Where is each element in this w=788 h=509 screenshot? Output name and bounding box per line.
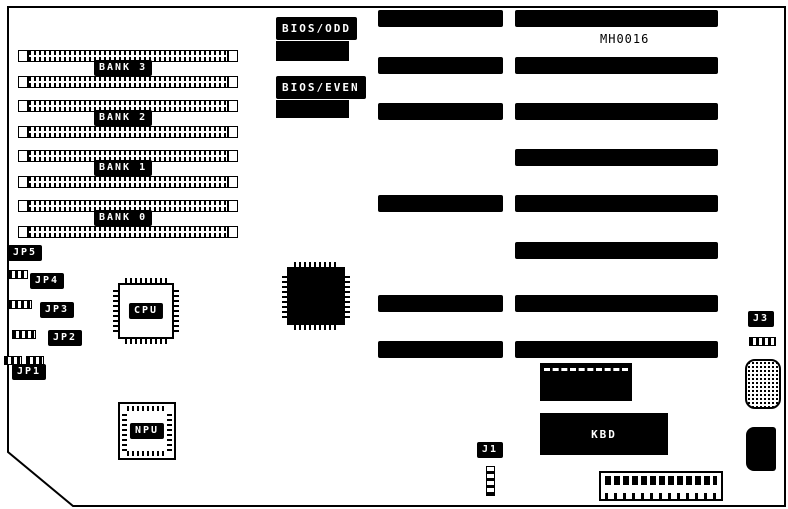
isa-slot-36pin-segment — [378, 57, 503, 74]
jumper-pin-block — [8, 300, 32, 309]
isa-slot-62pin-segment — [515, 242, 718, 259]
qfp-chip — [282, 262, 350, 330]
j3-label: J3 — [748, 311, 775, 327]
isa-slot-62pin-segment — [515, 149, 718, 166]
jumper-label-jp3: JP3 — [40, 302, 75, 318]
chip-pin-row — [122, 411, 127, 451]
chip-pin-row — [294, 323, 338, 330]
jumper-label-jp1: JP1 — [12, 364, 47, 380]
socket-end-clip — [228, 76, 238, 88]
pin-header-connector — [599, 471, 723, 501]
bios-even-label: BIOS/EVEN — [276, 76, 366, 99]
socket-end-clip — [228, 200, 238, 212]
memory-bank-0: BANK 0 — [18, 200, 239, 238]
socket-end-clip — [18, 200, 28, 212]
cpu-chip: CPU — [113, 278, 179, 344]
jumper-label-jp4: JP4 — [30, 273, 65, 289]
socket-end-clip — [228, 150, 238, 162]
simm-socket-row — [28, 176, 228, 188]
isa-slot-62pin-segment — [515, 103, 718, 120]
power-connector — [746, 427, 776, 471]
socket-end-clip — [18, 176, 28, 188]
chip-pin-row — [294, 262, 338, 269]
isa-slot-62pin-segment — [515, 57, 718, 74]
socket-end-clip — [228, 226, 238, 238]
socket-end-clip — [18, 126, 28, 138]
isa-slot-62pin-segment — [515, 195, 718, 212]
simm-socket-row — [28, 76, 228, 88]
chip-pin-row — [127, 406, 167, 411]
socket-end-clip — [18, 76, 28, 88]
isa-slot-62pin-segment — [515, 295, 718, 312]
jumper-pin-block — [12, 330, 36, 339]
socket-end-clip — [18, 50, 28, 62]
bank-label: BANK 3 — [94, 60, 153, 76]
bank-label: BANK 2 — [94, 110, 153, 126]
socket-end-clip — [18, 150, 28, 162]
jumper-label-jp5: JP5 — [8, 245, 43, 261]
model-number: MH0016 — [600, 32, 650, 46]
j1-label: J1 — [477, 442, 504, 458]
simm-socket-row — [28, 126, 228, 138]
bios-odd-chip — [276, 41, 349, 61]
isa-slot-36pin-segment — [378, 10, 503, 27]
socket-end-clip — [18, 226, 28, 238]
chip-pin-row — [125, 278, 167, 285]
bios-odd-label: BIOS/ODD — [276, 17, 357, 40]
socket-end-clip — [228, 126, 238, 138]
rom-socket — [540, 363, 632, 401]
isa-slot-62pin-segment — [515, 10, 718, 27]
isa-slot-36pin-segment — [378, 341, 503, 358]
bank-label: BANK 0 — [94, 210, 153, 226]
npu-label: NPU — [129, 423, 165, 439]
memory-bank-1: BANK 1 — [18, 150, 239, 188]
keyboard-controller-chip: KBD — [540, 413, 668, 455]
j3-pin-block — [749, 337, 776, 346]
memory-bank-3: BANK 3 — [18, 50, 239, 88]
chip-pin-row — [343, 274, 350, 318]
npu-chip: NPU — [118, 402, 176, 460]
chip-pin-row — [113, 290, 120, 332]
j1-pin-block — [486, 466, 495, 496]
chip-pin-row — [167, 411, 172, 451]
socket-end-clip — [228, 50, 238, 62]
keyboard-din-connector — [745, 359, 781, 409]
chip-pin-row — [172, 290, 179, 332]
kbd-label: KBD — [591, 427, 617, 441]
bank-label: BANK 1 — [94, 160, 153, 176]
isa-slot-36pin-segment — [378, 103, 503, 120]
jumper-pin-block — [8, 270, 28, 279]
memory-bank-2: BANK 2 — [18, 100, 239, 138]
socket-end-clip — [228, 100, 238, 112]
simm-socket-row — [28, 226, 228, 238]
isa-slot-36pin-segment — [378, 195, 503, 212]
cpu-label: CPU — [128, 303, 164, 319]
chip-pin-row — [282, 274, 289, 318]
bios-even-chip — [276, 100, 349, 118]
isa-slot-36pin-segment — [378, 295, 503, 312]
socket-end-clip — [228, 176, 238, 188]
chip-pin-row — [127, 451, 167, 456]
socket-end-clip — [18, 100, 28, 112]
header-pins — [605, 476, 717, 485]
header-pins — [605, 493, 717, 499]
chip-pin-row — [125, 337, 167, 344]
isa-slot-62pin-segment — [515, 341, 718, 358]
jumper-label-jp2: JP2 — [48, 330, 83, 346]
socket-dashed-line — [544, 368, 628, 371]
